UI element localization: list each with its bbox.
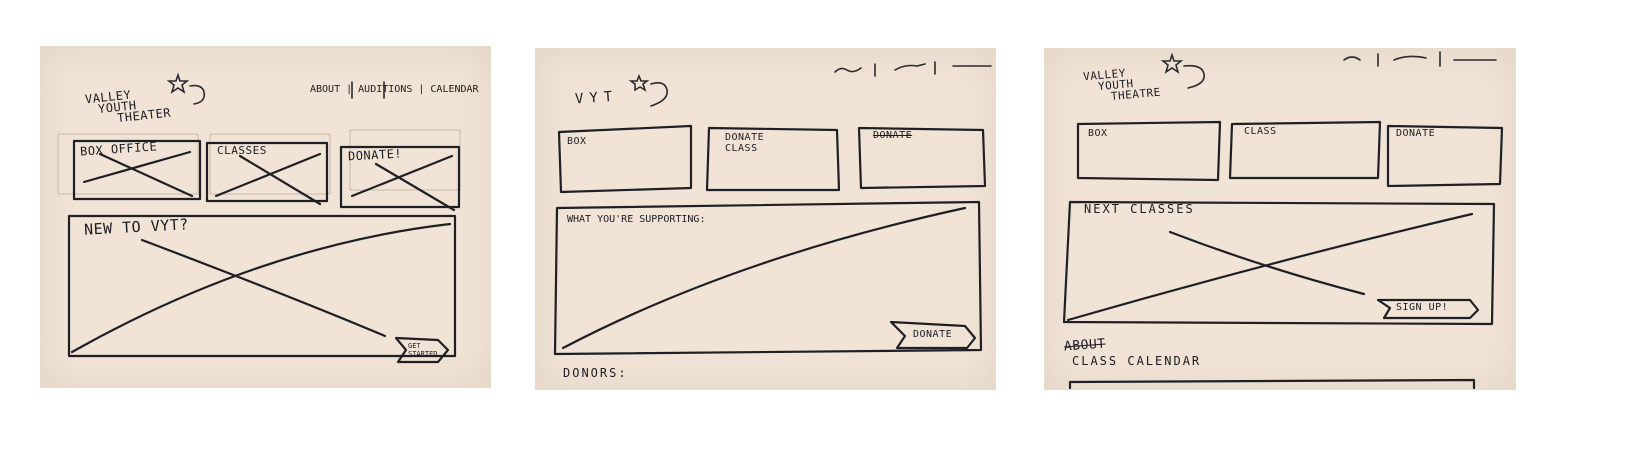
tile-box-office[interactable] (72, 139, 202, 201)
hero-what-youre-supporting (553, 200, 983, 356)
top-nav-squiggle[interactable] (1343, 51, 1497, 67)
class-calendar-heading: CLASS CALENDAR (1072, 354, 1202, 368)
wireframe-sketch-home: VALLEY YOUTH THEATER ABOUT | AUDITIONS |… (40, 46, 491, 388)
logo-text: VALLEY YOUTH THEATRE (1082, 66, 1162, 103)
wireframe-sketch-classes: VALLEY YOUTH THEATRE BOX CLASS DONATE NE… (1044, 48, 1516, 390)
wireframe-sketch-donate: VYT BOX DONATE CLASS DONATE WHAT YOU'RE … (535, 48, 996, 390)
donate-button[interactable] (889, 320, 977, 350)
tile-label-class: CLASS (1244, 126, 1277, 137)
get-started-label: GET STARTED (408, 342, 438, 358)
tile-donate[interactable] (857, 126, 987, 190)
get-started-button[interactable] (394, 336, 450, 364)
top-nav-squiggle[interactable] (834, 61, 992, 77)
tile-label-box: BOX (1088, 128, 1108, 139)
tile-donate-class[interactable] (705, 126, 841, 192)
tile-box[interactable] (557, 124, 693, 194)
tile-label-donate: DONATE (873, 130, 913, 141)
logo-star-icon (166, 72, 206, 105)
tile-classes[interactable] (205, 141, 329, 203)
sketch-home-drawing (57, 72, 461, 364)
tile-label-donate: DONATE! (347, 146, 403, 164)
logo-text: VYT (574, 88, 619, 108)
top-nav[interactable]: ABOUT | AUDITIONS | CALENDAR (310, 84, 479, 95)
logo-star-icon (628, 73, 668, 107)
sketch-classes-drawing (1062, 51, 1504, 390)
logo-star-icon (1160, 52, 1205, 89)
tile-class[interactable] (1228, 120, 1382, 180)
tile-label-classes: CLASSES (217, 144, 267, 157)
sketch-donate-drawing (553, 61, 992, 356)
donate-label: DONATE (913, 329, 953, 340)
tile-label-donate-class: DONATE CLASS (725, 132, 765, 154)
hero-title: WHAT YOU'RE SUPPORTING: (567, 214, 706, 225)
tile-donate[interactable] (1386, 124, 1504, 188)
tile-donate[interactable] (339, 145, 461, 209)
sign-up-label: SIGN UP! (1396, 302, 1449, 313)
hero-new-to-vyt (67, 214, 457, 358)
hero-title: NEXT CLASSES (1084, 202, 1195, 216)
tile-label-donate: DONATE (1396, 128, 1436, 139)
sign-up-button[interactable] (1376, 298, 1480, 320)
tile-box[interactable] (1076, 120, 1222, 182)
hero-next-classes (1062, 200, 1496, 326)
crossed-out-heading: ABOUT (1063, 336, 1107, 355)
tile-label-box: BOX (567, 136, 587, 147)
donors-heading: DONORS: (563, 366, 628, 380)
